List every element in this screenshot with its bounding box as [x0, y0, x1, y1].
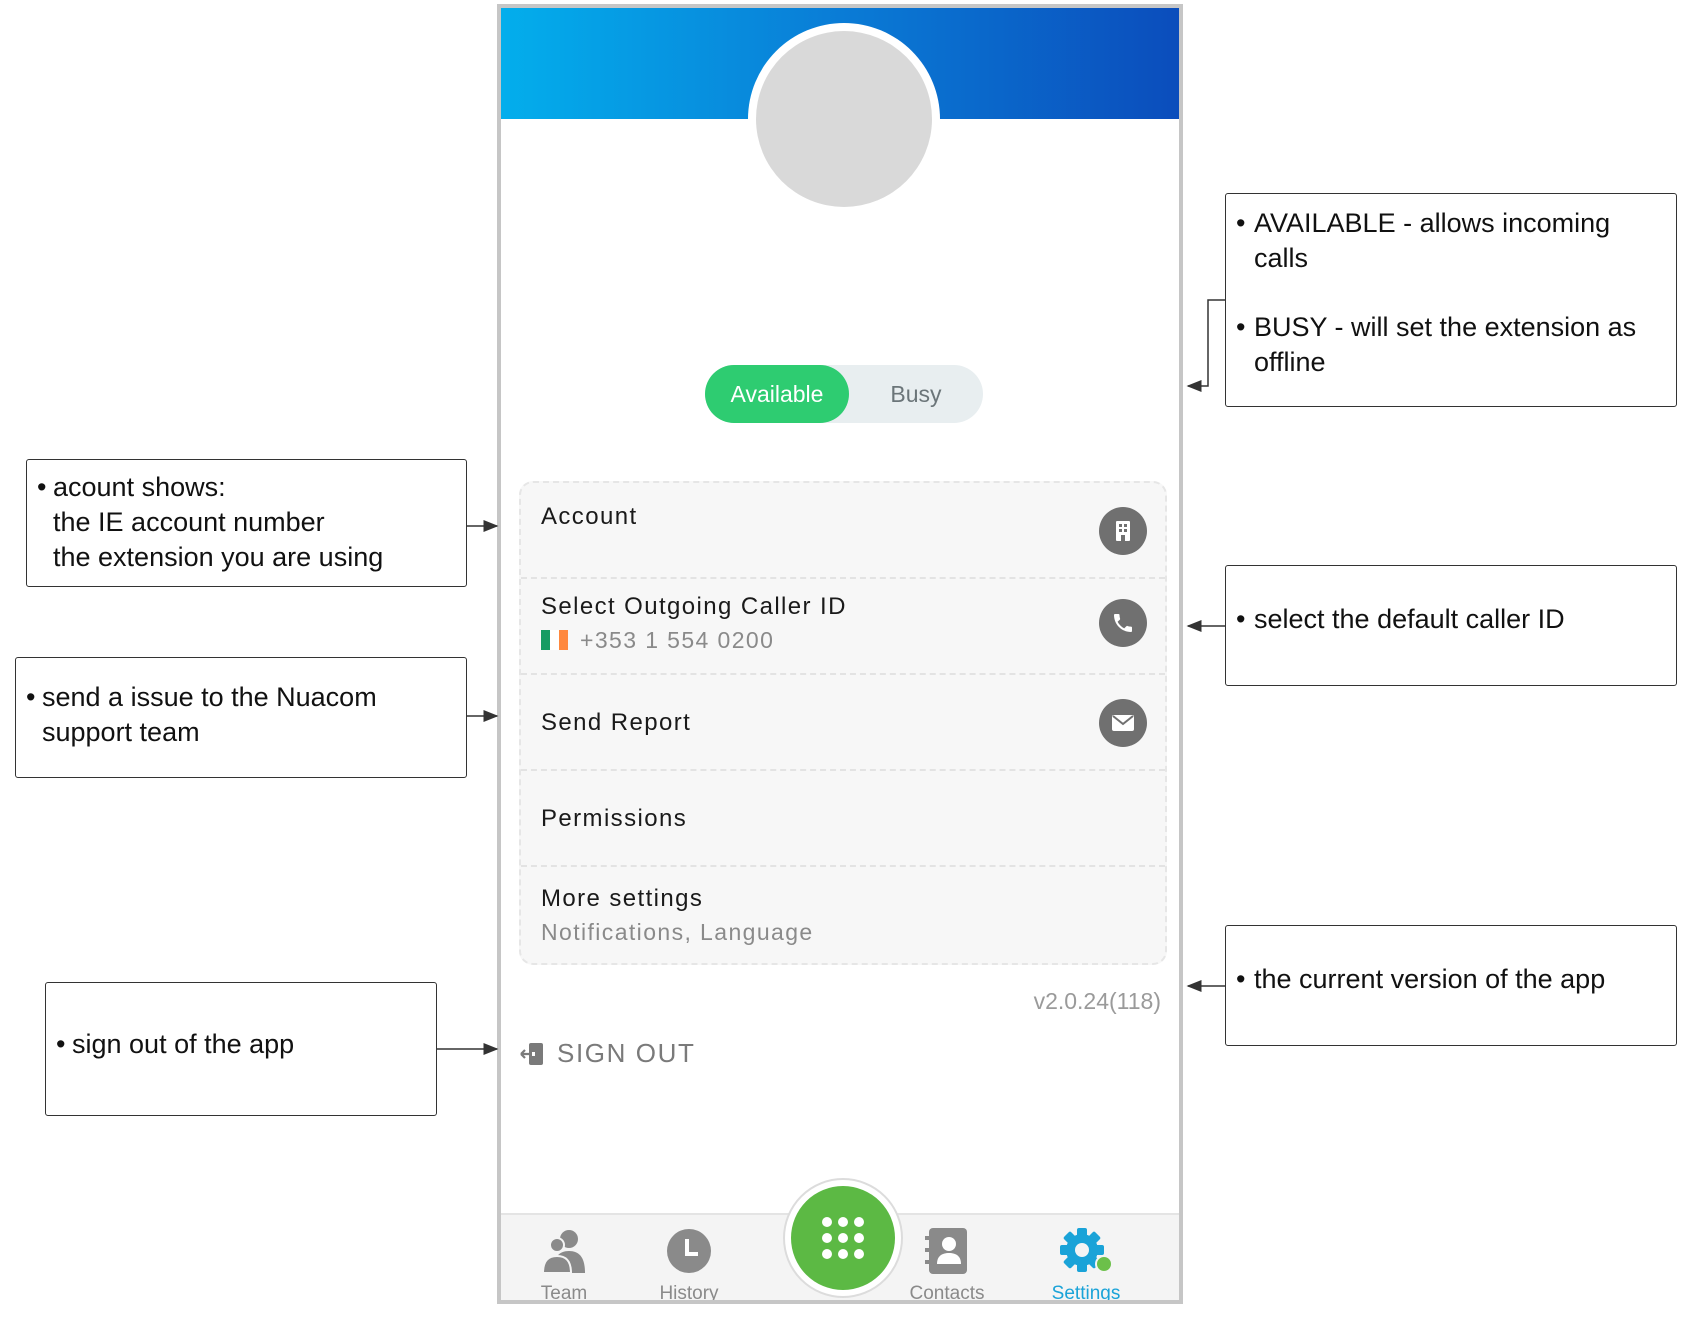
bullet: •: [1236, 964, 1246, 994]
caller-id-value: +353 1 554 0200: [541, 627, 774, 654]
account-title: Account: [541, 503, 638, 530]
status-available-button[interactable]: Available: [705, 365, 849, 423]
tab-settings-label: Settings: [1051, 1283, 1121, 1304]
note-report: • send a issue to the Nuacom support tea…: [15, 657, 467, 778]
tab-settings[interactable]: Settings: [1021, 1225, 1151, 1304]
contacts-book-icon: [882, 1225, 1012, 1277]
note-status-busy-2: offline: [1254, 347, 1326, 377]
gear-icon: [1021, 1225, 1151, 1277]
permissions-item[interactable]: Permissions: [521, 771, 1165, 867]
bullet: •: [56, 1029, 66, 1059]
note-status-available: AVAILABLE - allows incoming: [1254, 208, 1611, 238]
bullet: •: [1236, 604, 1246, 634]
team-icon: [501, 1225, 629, 1277]
caller-id-item[interactable]: Select Outgoing Caller ID +353 1 554 020…: [521, 579, 1165, 675]
more-settings-title: More settings: [541, 885, 704, 912]
tab-contacts[interactable]: Contacts: [882, 1225, 1012, 1304]
note-account-2: the IE account number: [53, 507, 325, 537]
dialpad-button-ring: [783, 1178, 903, 1298]
sign-out-button[interactable]: SIGN OUT: [519, 1038, 695, 1069]
caller-id-title: Select Outgoing Caller ID: [541, 593, 847, 620]
sign-out-icon: [520, 1042, 543, 1065]
note-version-text: the current version of the app: [1254, 964, 1606, 994]
app-version: v2.0.24(118): [1033, 988, 1161, 1014]
note-caller-id: • select the default caller ID: [1225, 565, 1677, 686]
dialpad-icon: [822, 1217, 864, 1259]
caller-id-number: +353 1 554 0200: [580, 627, 775, 653]
note-report-2: support team: [42, 717, 200, 747]
mail-icon: [1099, 699, 1147, 747]
tab-contacts-label: Contacts: [909, 1283, 985, 1304]
status-busy-button[interactable]: Busy: [890, 381, 942, 407]
note-caller-id-text: select the default caller ID: [1254, 604, 1565, 634]
avatar-ring: [748, 23, 940, 215]
status-toggle: Available Busy: [705, 365, 983, 423]
note-account-1: acount shows:: [53, 472, 226, 502]
dialpad-button[interactable]: [791, 1186, 895, 1290]
note-account-3: the extension you are using: [53, 542, 384, 572]
bullet: •: [37, 472, 47, 502]
note-account: • acount shows: the IE account number th…: [26, 459, 467, 587]
send-report-item[interactable]: Send Report: [521, 675, 1165, 771]
building-icon: [1099, 507, 1147, 555]
note-status: • AVAILABLE - allows incoming calls • BU…: [1225, 193, 1677, 407]
bullet: •: [1236, 312, 1246, 342]
note-status-available-2: calls: [1254, 243, 1309, 273]
tab-team-label: Team: [540, 1283, 588, 1304]
bullet: •: [1236, 208, 1246, 238]
permissions-title: Permissions: [541, 805, 688, 832]
phone-screen: Available Busy Account Select Outgoing C…: [497, 4, 1183, 1304]
sign-out-label: SIGN OUT: [557, 1038, 696, 1068]
send-report-title: Send Report: [541, 709, 692, 736]
tab-team[interactable]: Team: [501, 1225, 629, 1304]
tab-history[interactable]: History: [624, 1225, 754, 1304]
avatar[interactable]: [756, 31, 932, 207]
note-signout: • sign out of the app: [45, 982, 437, 1116]
settings-list: Account Select Outgoing Caller ID +353 1…: [519, 481, 1167, 965]
note-report-1: send a issue to the Nuacom: [42, 682, 377, 712]
note-version: • the current version of the app: [1225, 925, 1677, 1046]
clock-icon: [624, 1225, 754, 1277]
ireland-flag-icon: [541, 629, 568, 650]
note-status-busy: BUSY - will set the extension as: [1254, 312, 1637, 342]
phone-icon: [1099, 599, 1147, 647]
note-signout-text: sign out of the app: [72, 1029, 295, 1059]
more-settings-item[interactable]: More settings Notifications, Language: [521, 867, 1165, 963]
account-item[interactable]: Account: [521, 483, 1165, 579]
tab-history-label: History: [659, 1283, 719, 1304]
bullet: •: [26, 682, 36, 712]
more-settings-subtitle: Notifications, Language: [541, 919, 814, 945]
